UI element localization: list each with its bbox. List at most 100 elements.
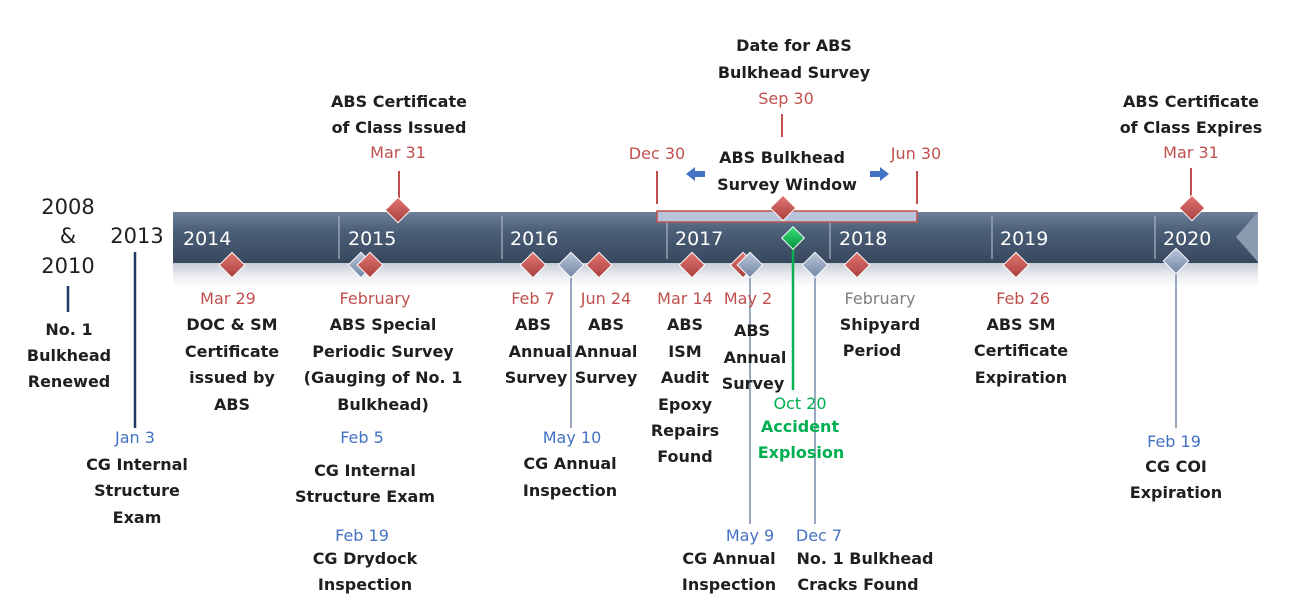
year-separators bbox=[338, 216, 1156, 259]
event-label-line: ABS bbox=[515, 315, 551, 334]
left-year-2013: 2013 bbox=[110, 224, 163, 248]
cg-event-feb5: Feb 5 CG Internal Structure Exam bbox=[295, 428, 435, 506]
event-date: May 10 bbox=[543, 428, 602, 447]
event-date: February bbox=[845, 289, 916, 308]
event-accident: Oct 20 Accident Explosion bbox=[758, 394, 845, 462]
window-label-line: ABS Bulkhead bbox=[719, 148, 845, 167]
window-title-line: Bulkhead Survey bbox=[718, 63, 871, 82]
year-label: 2016 bbox=[510, 228, 558, 250]
event-annual-survey-feb7: Feb 7 ABS Annual Survey bbox=[505, 289, 572, 387]
event-label-line: Shipyard bbox=[840, 315, 920, 334]
year-label: 2015 bbox=[348, 228, 396, 250]
event-label-line: Exam bbox=[113, 508, 162, 527]
event-diamond bbox=[736, 251, 764, 279]
window-end-date: Jun 30 bbox=[890, 144, 941, 163]
event-label-line: Structure bbox=[94, 481, 180, 500]
cg-event-dec7: Dec 7 No. 1 Bulkhead Cracks Found bbox=[796, 526, 934, 594]
event-label-line: of Class Expires bbox=[1120, 118, 1263, 137]
event-label-line: Inspection bbox=[523, 481, 617, 500]
event-label-line: Repairs bbox=[651, 421, 719, 440]
event-label-line: Inspection bbox=[318, 575, 412, 594]
event-label-line: CG COI bbox=[1145, 457, 1207, 476]
timeline-shelf bbox=[173, 263, 1258, 287]
event-sm-certificate-expiration: Feb 26 ABS SM Certificate Expiration bbox=[974, 289, 1068, 387]
event-label-line: ABS Certificate bbox=[1123, 92, 1259, 111]
event-label-line: Expiration bbox=[975, 368, 1067, 387]
event-date: Mar 29 bbox=[200, 289, 256, 308]
event-diamond bbox=[585, 251, 613, 279]
cg-event-feb19-drydock: Feb 19 CG Drydock Inspection bbox=[313, 526, 418, 594]
event-label-line: Bulkhead) bbox=[337, 395, 429, 414]
accident-label-line: Accident bbox=[761, 417, 840, 436]
event-label-line: Expiration bbox=[1130, 483, 1222, 502]
event-date: Feb 19 bbox=[1147, 432, 1201, 451]
event-label-line: Annual bbox=[724, 348, 787, 367]
event-label-line: ABS bbox=[667, 315, 703, 334]
accident-diamond bbox=[780, 225, 806, 251]
event-diamond bbox=[218, 251, 246, 279]
timeline-end-notch bbox=[1236, 212, 1258, 262]
event-diamond bbox=[384, 196, 412, 224]
event-label-line: CG Drydock bbox=[313, 549, 418, 568]
left-event-bulkhead-renewed: No. 1 Bulkhead Renewed bbox=[27, 286, 111, 391]
event-label-line: CG Annual bbox=[523, 454, 616, 473]
event-label-line: ABS Special bbox=[330, 315, 437, 334]
cg-events: Jan 3 CG Internal Structure Exam Feb 5 C… bbox=[86, 428, 1222, 594]
below-events: Mar 29 DOC & SM Certificate issued by AB… bbox=[185, 289, 1068, 466]
event-label-line: (Gauging of No. 1 bbox=[304, 368, 463, 387]
event-annual-survey-may2: May 2 ABS Annual Survey bbox=[722, 289, 787, 393]
cg-event-may9: May 9 CG Annual Inspection bbox=[682, 526, 776, 594]
event-diamond bbox=[519, 251, 547, 279]
event-label-line: No. 1 bbox=[45, 320, 92, 339]
cg-connectors bbox=[570, 271, 1177, 524]
event-date: Mar 31 bbox=[1163, 143, 1219, 162]
event-date: May 2 bbox=[724, 289, 772, 308]
event-date: Dec 7 bbox=[796, 526, 842, 545]
event-label-line: ABS bbox=[214, 395, 250, 414]
event-diamond bbox=[1002, 251, 1030, 279]
event-diamond bbox=[557, 251, 585, 279]
event-label-line: DOC & SM bbox=[186, 315, 277, 334]
cg-event-may10: May 10 CG Annual Inspection bbox=[523, 428, 617, 500]
event-diamond bbox=[843, 251, 871, 279]
event-label-line: Period bbox=[843, 341, 901, 360]
above-event-class-issued: ABS Certificate of Class Issued Mar 31 bbox=[331, 92, 467, 200]
event-label-line: Renewed bbox=[28, 372, 111, 391]
survey-window: Date for ABS Bulkhead Survey ABS Bulkhea… bbox=[629, 36, 941, 223]
event-shipyard-period: February Shipyard Period bbox=[840, 289, 920, 360]
event-label-line: Certificate bbox=[185, 342, 279, 361]
event-label-line: Survey bbox=[722, 374, 785, 393]
event-diamond bbox=[769, 194, 797, 222]
event-date: Feb 7 bbox=[511, 289, 555, 308]
event-diamond bbox=[1162, 247, 1190, 275]
event-label-line: Certificate bbox=[974, 341, 1068, 360]
window-start-date: Dec 30 bbox=[629, 144, 685, 163]
event-date: Feb 26 bbox=[996, 289, 1050, 308]
left-year-2008: 2008 bbox=[41, 195, 94, 219]
event-label-line: ABS bbox=[588, 315, 624, 334]
event-date: Mar 14 bbox=[657, 289, 713, 308]
event-label-line: Inspection bbox=[682, 575, 776, 594]
event-label-line: issued by bbox=[189, 368, 275, 387]
event-label-line: Survey bbox=[505, 368, 568, 387]
cg-event-feb19-coi: Feb 19 CG COI Expiration bbox=[1130, 432, 1222, 502]
event-label-line: of Class Issued bbox=[332, 118, 467, 137]
left-years: 2008 & 2010 2013 bbox=[41, 195, 163, 278]
event-label-line: Cracks Found bbox=[797, 575, 918, 594]
year-label: 2017 bbox=[675, 228, 723, 250]
event-date: Jun 24 bbox=[580, 289, 631, 308]
event-label-line: Audit bbox=[661, 368, 710, 387]
left-year-amp: & bbox=[60, 224, 76, 248]
event-label-line: Bulkhead bbox=[27, 346, 111, 365]
event-label-line: CG Internal bbox=[86, 455, 188, 474]
event-date: May 9 bbox=[726, 526, 774, 545]
event-label-line: No. 1 Bulkhead bbox=[797, 549, 934, 568]
event-diamond bbox=[801, 251, 829, 279]
arrow-right-icon bbox=[870, 167, 889, 181]
event-label-line: ISM bbox=[668, 342, 701, 361]
year-labels: 2014 2015 2016 2017 2018 2019 2020 bbox=[183, 228, 1211, 250]
year-label: 2020 bbox=[1163, 228, 1211, 250]
event-label-line: Structure Exam bbox=[295, 487, 435, 506]
event-label-line: ABS bbox=[734, 321, 770, 340]
